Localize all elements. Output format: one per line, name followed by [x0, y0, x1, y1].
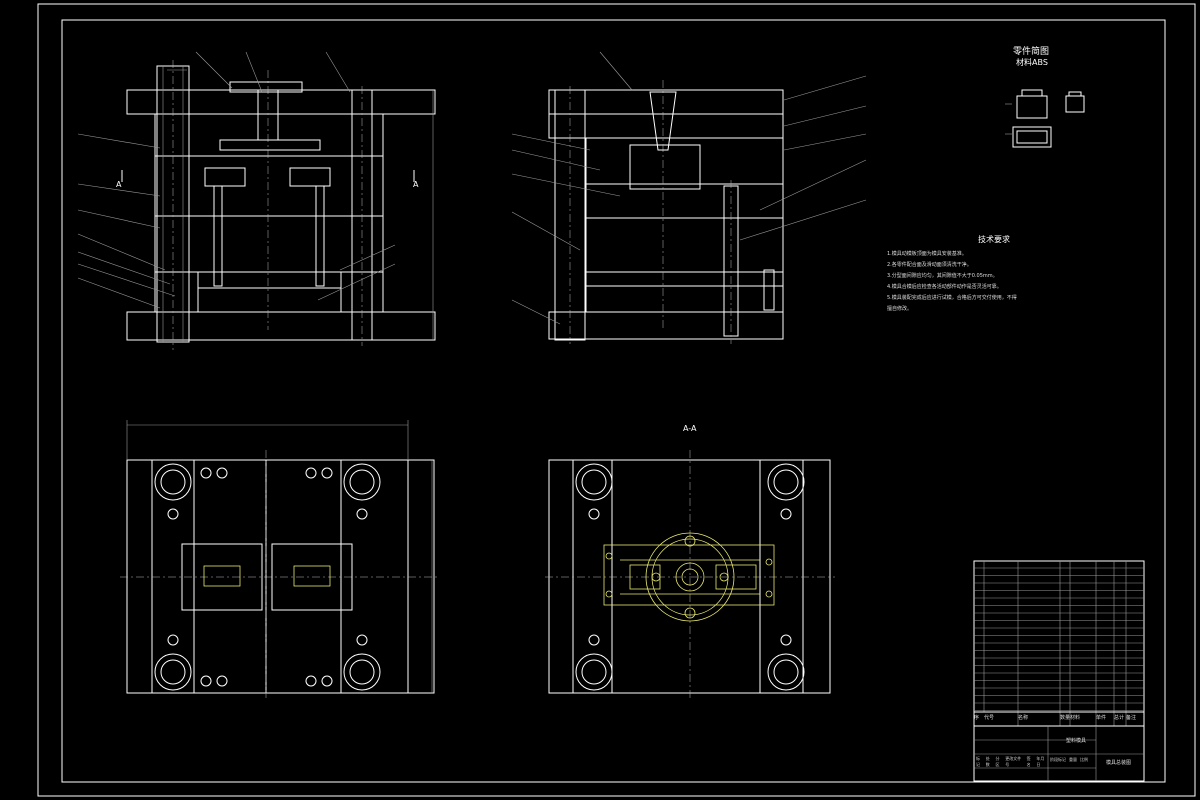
tech-req-item: 3.分型面间隙应均匀，其间隙值不大于0.05mm。 [887, 273, 998, 279]
title-block-drawing-name: 模具总装图 [1106, 760, 1132, 766]
section-view-label: A-A [683, 424, 697, 433]
sign-label: 标记 [976, 756, 980, 767]
title-block-sign-row: 标记 处数 分区 更改文件号 签名 年月日 [976, 756, 1048, 768]
tech-req-item: 4.模具合模后应检查各活动部件动作是否灵活可靠。 [887, 284, 1002, 290]
bom-header-cell: 代号 [984, 715, 995, 721]
bom-header-cell: 总计 [1114, 715, 1125, 721]
stage-label: 阶段标记 [1050, 757, 1066, 762]
section-mark-right: A [413, 180, 419, 189]
tech-req-item: 5.模具装配完成后应进行试模，合格后方可交付使用，不得 [887, 295, 1017, 301]
material-label: 材料ABS [1016, 58, 1048, 67]
tech-req-item: 1.模具动模板顶面为模具安装基准。 [887, 251, 967, 257]
outer-border [37, 3, 1196, 797]
title-block [973, 560, 1145, 782]
plan-view [120, 420, 440, 700]
front-section-view [77, 51, 436, 350]
part-sketch-title: 零件简图 [1013, 47, 1050, 57]
bom-header-cell: 数量 [1060, 715, 1071, 721]
bom-header-cell: 名称 [1018, 715, 1029, 721]
part-sketch [1005, 89, 1085, 148]
section-aa-view [545, 450, 835, 700]
title-block-stage-row: 阶段标记 重量 比例 [1050, 757, 1096, 763]
bom-header-row: 序 代号 名称 数量 材料 单件 总计 备注 [974, 714, 1144, 726]
tech-req-item: 擅自修改。 [887, 306, 913, 312]
sign-label: 签名 [1026, 756, 1031, 767]
sign-label: 年月日 [1036, 756, 1045, 767]
tech-requirements-list: 1.模具动模板顶面为模具安装基准。 2.各零件配合面及滑动面须清洗干净。 3.分… [887, 249, 1127, 315]
bom-header-cell: 备注 [1126, 715, 1137, 721]
sign-label: 更改文件号 [1005, 756, 1022, 767]
sign-label: 处数 [985, 756, 990, 767]
inner-border [61, 19, 1166, 783]
tech-requirements-title: 技术要求 [978, 235, 1010, 244]
stage-label: 重量 [1069, 757, 1077, 762]
bom-header-cell: 序 [974, 715, 980, 721]
tech-req-item: 2.各零件配合面及滑动面须清洗干净。 [887, 262, 972, 268]
section-mark-left: A [116, 180, 122, 189]
title-block-project: 塑料模具 [1066, 738, 1087, 744]
stage-label: 比例 [1080, 757, 1088, 762]
bom-header-cell: 材料 [1070, 715, 1081, 721]
sign-label: 分区 [995, 756, 1000, 767]
side-section-view [511, 51, 867, 344]
bom-header-cell: 单件 [1096, 715, 1107, 721]
